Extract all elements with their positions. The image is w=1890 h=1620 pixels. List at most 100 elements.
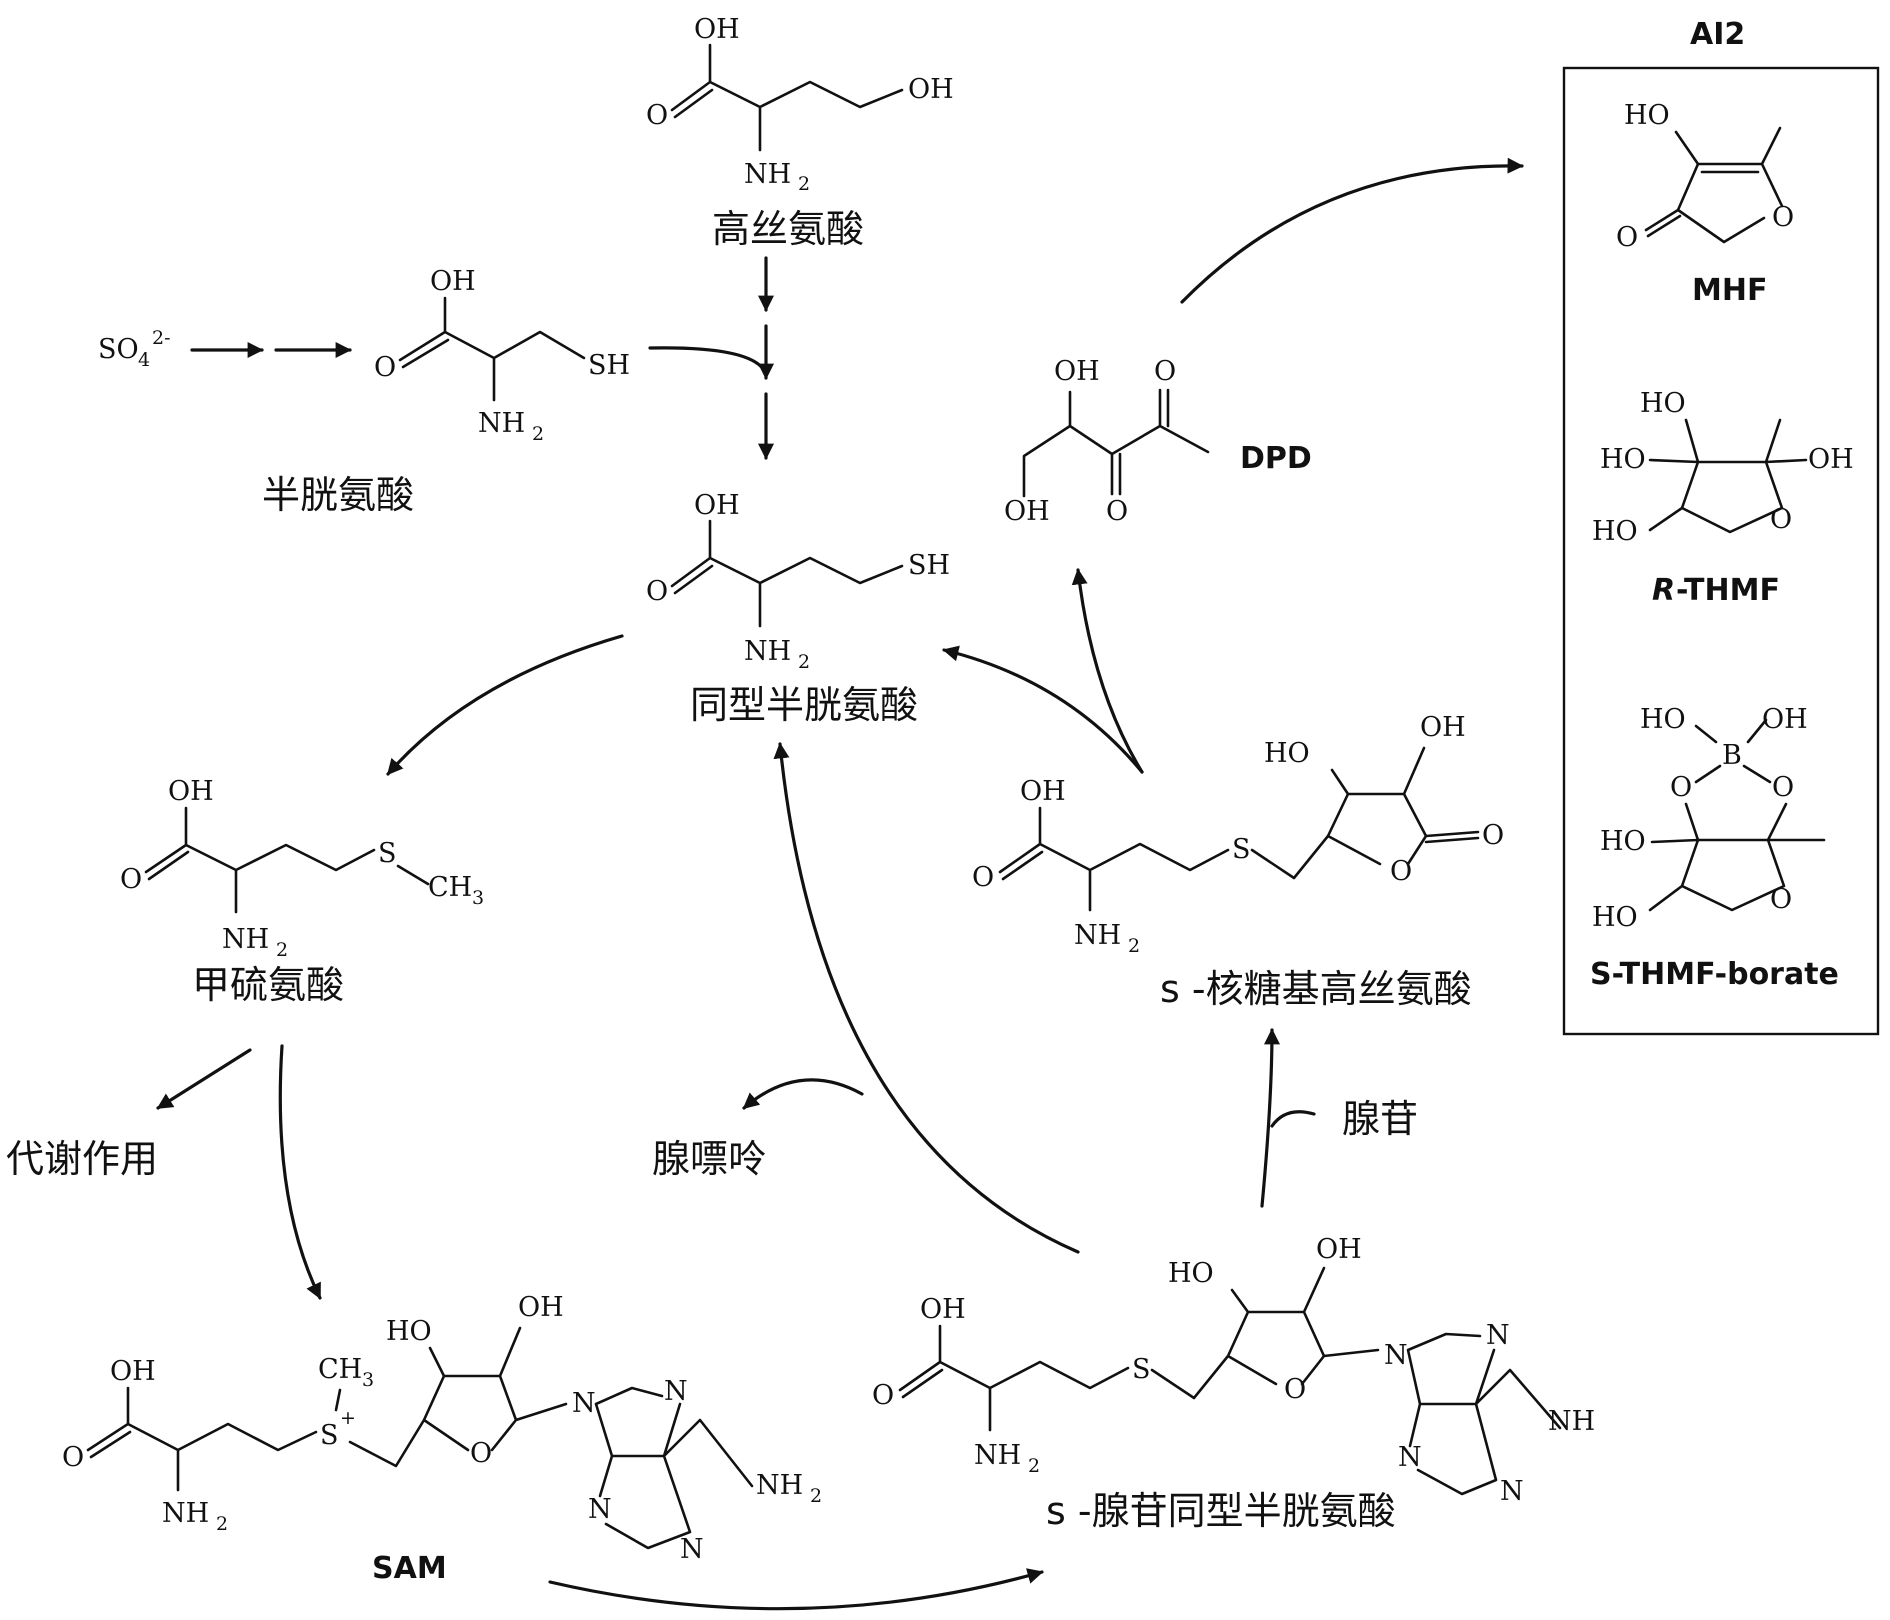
svg-text:SO: SO [98,334,139,365]
dpd-structure: OH O OH O [1004,356,1210,527]
svg-text:O: O [646,100,668,131]
sam-label: SAM [372,1551,447,1586]
svg-text:OH: OH [1004,496,1050,527]
arrow-srh-to-dpd [1071,568,1144,774]
arrow-sam-to-sah [548,1568,1044,1611]
svg-text:HO: HO [1640,704,1686,735]
arrow-homocysteine-to-methionine [386,634,624,776]
svg-text:NH: NH [222,924,269,955]
svg-text:N: N [664,1376,688,1407]
svg-text:HO: HO [1600,444,1646,475]
svg-text:NH: NH [756,1470,803,1501]
sah-label: s -腺苷同型半胱氨酸 [1046,1489,1396,1533]
svg-text:CH: CH [428,872,472,903]
homocysteine-label: 同型半胱氨酸 [690,683,918,727]
svg-text:NH: NH [162,1498,209,1529]
homocysteine-structure: OH O SH NH 2 [646,490,950,673]
sthmf-borate-label: S-THMF-borate [1590,957,1839,992]
methionine-label: 甲硫氨酸 [192,963,344,1007]
svg-text:HO: HO [1640,388,1686,419]
svg-text:NH: NH [974,1440,1021,1471]
svg-text:O: O [62,1442,84,1473]
sah-structure: OH O NH 2 S HO OH O N N N N NH [872,1234,1595,1507]
mhf-label: MHF [1692,273,1767,308]
svg-text:S: S [320,1420,339,1451]
svg-text:HO: HO [1592,902,1638,933]
svg-text:2-: 2- [152,327,171,349]
sam-structure: OH O NH 2 S + CH 3 HO OH O N N N N NH 2 [62,1292,822,1565]
svg-text:2: 2 [798,651,810,673]
svg-text:OH: OH [908,74,954,105]
svg-text:O: O [972,862,994,893]
svg-text:N: N [680,1534,704,1565]
svg-text:OH: OH [920,1294,966,1325]
svg-text:OH: OH [430,266,476,297]
rthmf-label: R -THMF [1652,573,1780,608]
svg-text:NH: NH [744,159,791,190]
rthmf-structure: HO HO OH HO O [1592,388,1854,547]
svg-text:HO: HO [1624,100,1670,131]
svg-text:O: O [120,864,142,895]
svg-text:2: 2 [798,173,810,195]
svg-text:O: O [1772,202,1794,233]
svg-text:S: S [1132,1354,1151,1385]
svg-text:O: O [1390,856,1412,887]
svg-text:HO: HO [386,1316,432,1347]
srh-structure: OH O NH 2 S HO OH O O [972,712,1504,957]
svg-text:OH: OH [168,776,214,807]
homoserine-label: 高丝氨酸 [712,207,864,251]
svg-text:NH: NH [1074,920,1121,951]
svg-text:N: N [1500,1476,1524,1507]
svg-text:OH: OH [518,1292,564,1323]
svg-text:HO: HO [1600,826,1646,857]
svg-text:OH: OH [694,490,740,521]
svg-text:OH: OH [1808,444,1854,475]
svg-text:N: N [1486,1320,1510,1351]
arrow-cysteine-merge [648,346,766,372]
adenosine-label: 腺苷 [1342,1097,1418,1141]
svg-text:O: O [1770,884,1792,915]
svg-text:O: O [470,1438,492,1469]
svg-text:O: O [1154,356,1176,387]
svg-text:OH: OH [1054,356,1100,387]
svg-text:OH: OH [110,1356,156,1387]
svg-text:HO: HO [1168,1258,1214,1289]
svg-text:O: O [872,1380,894,1411]
svg-text:N: N [1398,1442,1422,1473]
adenine-label: 腺嘌呤 [652,1137,766,1181]
cysteine-structure: OH O SH NH 2 [374,266,630,445]
svg-text:O: O [1284,1374,1306,1405]
svg-text:2: 2 [810,1485,822,1507]
ai2-title: AI2 [1690,17,1745,52]
svg-text:O: O [1482,820,1504,851]
svg-text:2: 2 [1128,935,1140,957]
svg-text:SH: SH [908,550,950,581]
arrow-sah-to-homocysteine [773,742,1080,1254]
svg-text:NH: NH [478,408,525,439]
sthmf-borate-structure: HO OH B O O HO HO O [1592,704,1826,933]
svg-text:N: N [572,1388,596,1419]
svg-text:O: O [646,576,668,607]
svg-text:N: N [1384,1340,1408,1371]
svg-text:-THMF: -THMF [1676,573,1780,608]
ai2-box [1562,66,1880,1036]
methionine-structure: OH O S CH 3 NH 2 [120,776,484,961]
arrow-release-adenosine [1270,1110,1316,1128]
svg-text:3: 3 [472,887,484,909]
svg-text:S: S [378,838,397,869]
svg-text:HO: HO [1592,516,1638,547]
arrow-to-metabolism [156,1048,252,1110]
svg-text:B: B [1722,740,1742,771]
dpd-label: DPD [1240,441,1312,476]
svg-text:R: R [1652,573,1675,608]
mhf-structure: HO O O [1616,100,1794,253]
arrow-dpd-to-ai2 [1180,157,1524,304]
svg-text:O: O [1772,772,1794,803]
svg-text:O: O [1106,496,1128,527]
cysteine-label: 半胱氨酸 [262,473,414,517]
svg-text:2: 2 [1028,1455,1040,1477]
svg-text:2: 2 [532,423,544,445]
svg-text:2: 2 [216,1513,228,1535]
svg-text:SH: SH [588,350,630,381]
